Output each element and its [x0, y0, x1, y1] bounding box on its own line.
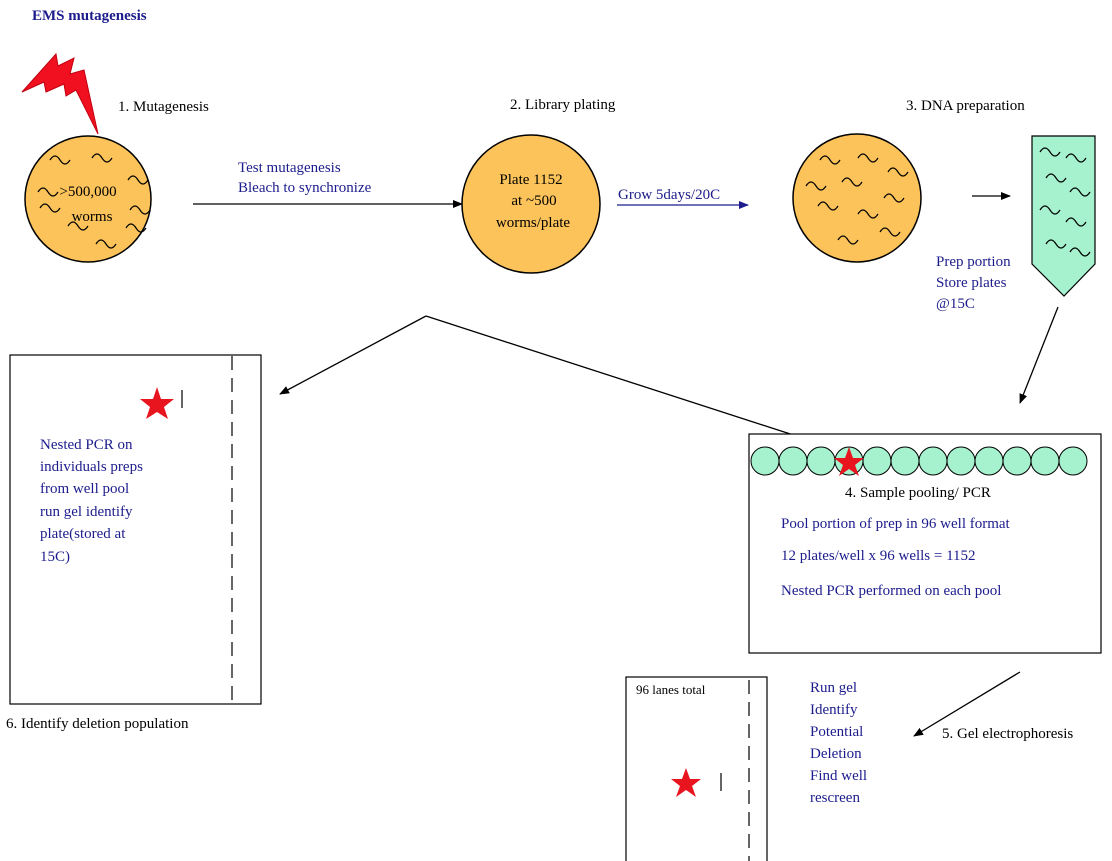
svg-text:rescreen: rescreen: [810, 790, 860, 806]
step-1-label: 1. Mutagenesis: [118, 99, 209, 115]
svg-text:Find well: Find well: [810, 768, 867, 784]
gel-box: [625, 676, 768, 861]
plate-2-line-1: Plate 1152: [499, 172, 562, 188]
step-2-label: 2. Library plating: [510, 97, 616, 113]
dna-prep-plate: [792, 133, 922, 263]
identify-text: Nested PCR on individuals preps from wel…: [40, 437, 143, 565]
identify-box: [9, 354, 262, 705]
svg-text:Deletion: Deletion: [810, 746, 862, 762]
step-6-label: 6. Identify deletion population: [6, 716, 189, 732]
pooling-line-2: 12 plates/well x 96 wells = 1152: [781, 548, 976, 564]
arrow-tube-to-pooling: [1019, 306, 1059, 404]
library-plate: [461, 134, 601, 274]
svg-text:Nested PCR on: Nested PCR on: [40, 437, 133, 453]
pooling-line-1: Pool portion of prep in 96 well format: [781, 516, 1011, 532]
plate-2-line-3: worms/plate: [496, 215, 570, 231]
arrow-plating-to-identify: [279, 315, 427, 395]
prep-note-2: Store plates: [936, 275, 1007, 291]
pooling-line-3: Nested PCR performed on each pool: [781, 583, 1001, 599]
mutagenesis-plate: [24, 135, 152, 263]
step-4-label: 4. Sample pooling/ PCR: [845, 485, 991, 501]
worm-icons-tube: [1039, 147, 1091, 257]
star-icon-gel: [671, 768, 701, 797]
worm-icons-2: [805, 153, 909, 245]
plate-1-unit: worms: [72, 209, 113, 225]
plate-2-line-2: at ~500: [511, 193, 556, 209]
svg-text:Run gel: Run gel: [810, 680, 857, 696]
well-row: [750, 446, 1088, 476]
arrow-2-label: Grow 5days/20C: [618, 187, 720, 203]
svg-text:Potential: Potential: [810, 724, 863, 740]
gel-notes: Run gel Identify Potential Deletion Find…: [810, 680, 867, 806]
diagram-title: EMS mutagenesis: [32, 8, 147, 24]
arrow-1-label-1: Test mutagenesis: [238, 160, 341, 176]
prep-note-3: @15C: [936, 296, 975, 312]
svg-text:plate(stored at: plate(stored at: [40, 526, 126, 542]
svg-text:run gel identify: run gel identify: [40, 504, 133, 520]
worm-icons: [37, 153, 151, 249]
svg-text:individuals preps: individuals preps: [40, 459, 143, 475]
star-icon-well: [834, 447, 864, 476]
star-icon: [140, 387, 174, 419]
lightning-icon: [21, 52, 99, 135]
prep-tube: [1031, 135, 1096, 297]
arrow-1-label-2: Bleach to synchronize: [238, 180, 372, 196]
svg-text:from well pool: from well pool: [40, 481, 129, 497]
gel-label: 96 lanes total: [636, 682, 706, 697]
arrow-pooling-to-gel: [913, 671, 1021, 737]
step-5-label: 5. Gel electrophoresis: [942, 726, 1073, 742]
step-3-label: 3. DNA preparation: [906, 98, 1025, 114]
prep-note-1: Prep portion: [936, 254, 1011, 270]
plate-1-count: >500,000: [59, 184, 116, 200]
svg-text:15C): 15C): [40, 549, 70, 565]
line-plating-to-star: [425, 315, 850, 454]
svg-text:Identify: Identify: [810, 702, 858, 718]
